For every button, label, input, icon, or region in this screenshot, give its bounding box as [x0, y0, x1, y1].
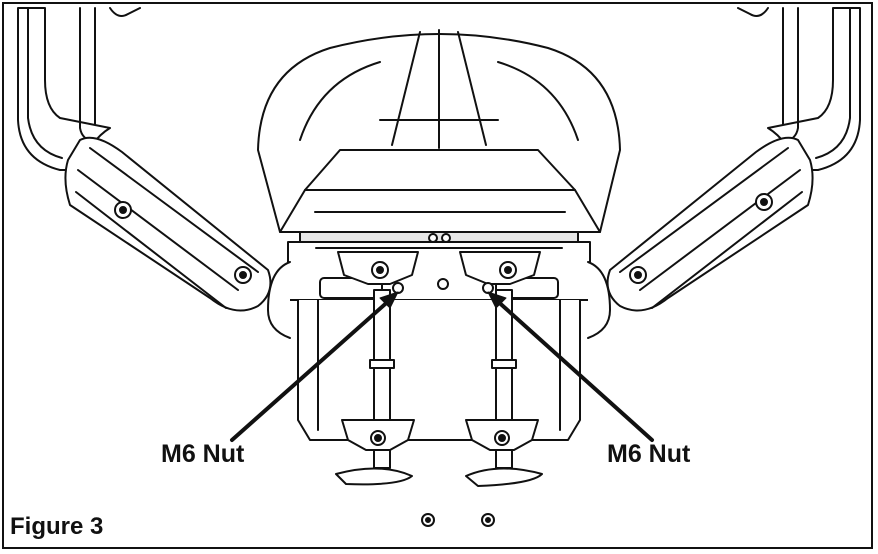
- upper-clamp-right: [459, 251, 541, 285]
- m6-nut-left: [392, 282, 404, 294]
- callout-label-left: M6 Nut: [161, 440, 245, 468]
- right-post: [491, 289, 517, 431]
- left-handle-arm: [17, 7, 272, 312]
- central-bracket: [267, 233, 611, 441]
- left-post: [369, 289, 395, 431]
- right-knob: [465, 449, 543, 487]
- left-knob: [335, 449, 413, 486]
- callout-arrows: [230, 291, 654, 442]
- callout-label-right: M6 Nut: [607, 440, 691, 468]
- lower-clamp-right: [465, 419, 539, 451]
- upper-clamp-left: [337, 251, 419, 285]
- arm-screws: [114, 193, 773, 284]
- right-handle-arm: [606, 7, 861, 312]
- lower-clamp-left: [341, 419, 415, 451]
- figure-caption: Figure 3: [10, 513, 104, 540]
- seat-back: [257, 29, 621, 243]
- loose-bolts: [421, 513, 495, 527]
